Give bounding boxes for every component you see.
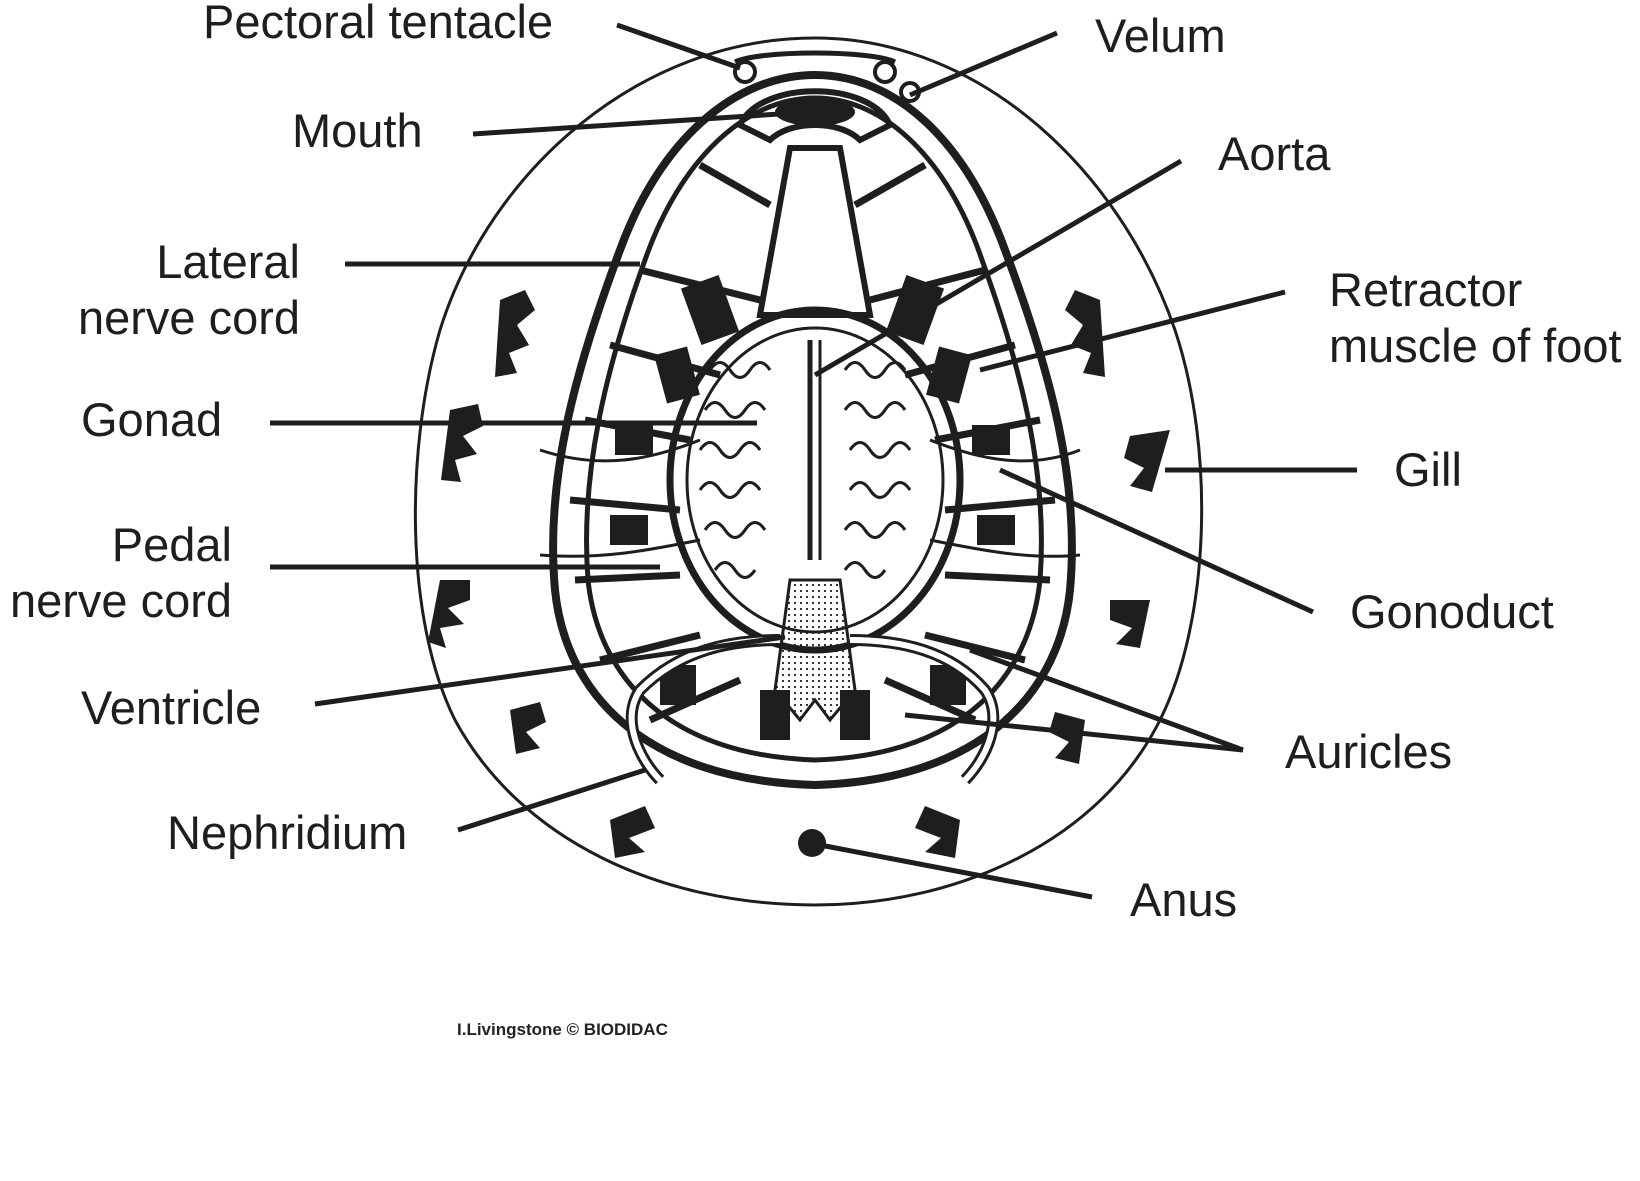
head-region (733, 50, 921, 318)
credit-text: I.Livingstone © BIODIDAC (457, 1020, 668, 1039)
gonad-folds (698, 361, 912, 579)
label-anus: Anus (1130, 873, 1238, 926)
label-lateral-nerve-cord: Lateral nerve cord (77, 235, 300, 344)
label-ventricle: Ventricle (81, 681, 262, 734)
foot (549, 70, 1076, 790)
label-pectoral-tentacle: Pectoral tentacle (203, 0, 554, 48)
label-nephridium: Nephridium (167, 806, 408, 859)
label-pedal-nerve-cord: Pedal nerve cord (9, 518, 232, 627)
aorta-vessel (807, 340, 822, 560)
mouth-opening (775, 98, 855, 126)
label-aorta: Aorta (1218, 127, 1331, 180)
body-outline (413, 36, 1204, 907)
gills (428, 290, 1170, 858)
label-auricles: Auricles (1285, 725, 1453, 778)
label-gonoduct: Gonoduct (1350, 585, 1554, 638)
nerve-cords (539, 438, 1081, 558)
label-gill: Gill (1394, 443, 1462, 496)
label-gonad: Gonad (81, 393, 223, 446)
label-mouth: Mouth (292, 104, 423, 157)
ventricle-shape (773, 578, 857, 723)
label-retractor-muscle-of-foot: Retractor muscle of foot (1329, 263, 1622, 372)
leader-lines (270, 22, 1357, 900)
label-velum: Velum (1095, 9, 1226, 62)
anus-dot (798, 829, 826, 857)
